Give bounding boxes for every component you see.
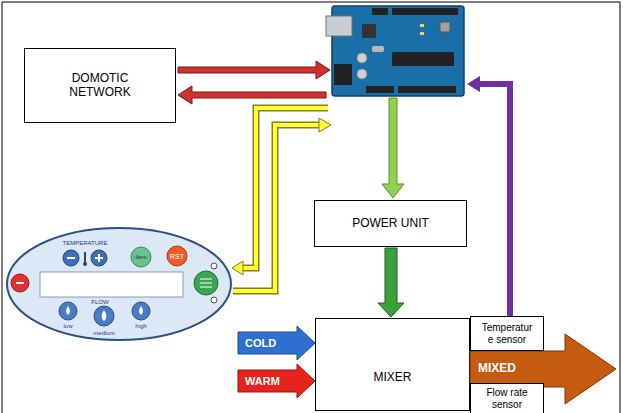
panel-label: high <box>135 323 146 329</box>
thermometer-icon <box>84 252 86 263</box>
power-jack <box>334 64 352 85</box>
usb-connector <box>326 16 352 36</box>
start-button <box>194 271 218 295</box>
panel-label: medium <box>93 330 114 336</box>
panel-label: FLOW <box>91 299 108 305</box>
panel-label: TEMPERATURE <box>63 240 108 246</box>
cold-inlet-arrow: COLD <box>238 326 315 360</box>
box-label: Flow rate sensor <box>478 387 536 410</box>
network-in-arrow <box>178 61 330 79</box>
usb-chip <box>362 24 376 38</box>
indicator-led <box>211 263 217 269</box>
network-box: DOMOTIC NETWORK <box>24 48 176 123</box>
mixer-box: MIXER <box>315 318 470 411</box>
reset-button <box>167 246 187 266</box>
status-led <box>420 24 424 27</box>
thermometer-bulb <box>83 262 87 266</box>
sensor-box: Temperatur e sensor <box>470 316 544 351</box>
arrow-label: MIXED <box>478 362 516 376</box>
power-flow-arrow <box>378 248 404 317</box>
pin-header <box>398 86 456 93</box>
sensor-feedback-line <box>480 84 510 316</box>
plus-sign <box>98 254 100 262</box>
flow-button <box>59 302 77 320</box>
drop-icon <box>66 306 70 315</box>
arrow-outline <box>238 326 315 360</box>
network-out-arrow <box>178 86 326 104</box>
panel-in-line <box>233 125 320 291</box>
indicator-led <box>211 297 217 303</box>
drop-icon <box>139 306 143 315</box>
panel-buttons <box>5 226 233 342</box>
panel-oval <box>7 228 231 340</box>
control-arrow <box>382 98 404 198</box>
pin-header <box>372 8 388 15</box>
pin-header <box>392 8 458 15</box>
minus-sign <box>67 257 75 259</box>
box-label: DOMOTIC NETWORK <box>60 72 140 100</box>
box-label: POWER UNIT <box>352 217 429 231</box>
capacitor <box>357 69 367 79</box>
arduino-board <box>326 6 464 96</box>
capacitor <box>357 53 367 63</box>
arrow-label: COLD <box>245 337 276 350</box>
power-sign <box>16 282 24 284</box>
panel-in-line <box>233 125 320 291</box>
reset-button <box>440 22 450 32</box>
flow-button <box>132 302 150 320</box>
panel-label: low <box>63 323 72 329</box>
power-button <box>11 274 29 292</box>
status-led <box>420 32 424 35</box>
drop-icon <box>102 310 107 321</box>
box-label: Temperatur e sensor <box>478 322 536 345</box>
liters-button <box>131 247 151 267</box>
panel-label: -liters- <box>134 255 148 260</box>
minus-button <box>63 250 79 266</box>
sensor-box: Flow rate sensor <box>470 383 544 413</box>
crystal <box>372 46 384 52</box>
arrow-outline <box>238 364 315 398</box>
pin-header <box>366 86 394 93</box>
power-unit-box: POWER UNIT <box>314 200 467 247</box>
panel-label: RST <box>170 253 184 260</box>
box-label: MIXER <box>373 371 411 385</box>
plus-button <box>91 250 107 266</box>
arrow-head <box>232 261 243 275</box>
start-icon <box>200 279 212 287</box>
display-screen <box>40 272 183 297</box>
arrow-label: WARM <box>245 375 280 388</box>
flow-button <box>94 306 114 326</box>
control-panel: TEMPERATURE -liters- RST FLOW low medium high <box>5 226 233 342</box>
arrow-head <box>319 118 331 132</box>
microcontroller-chip <box>392 52 454 66</box>
arrow-head <box>467 76 480 92</box>
warm-inlet-arrow: WARM <box>238 364 315 398</box>
